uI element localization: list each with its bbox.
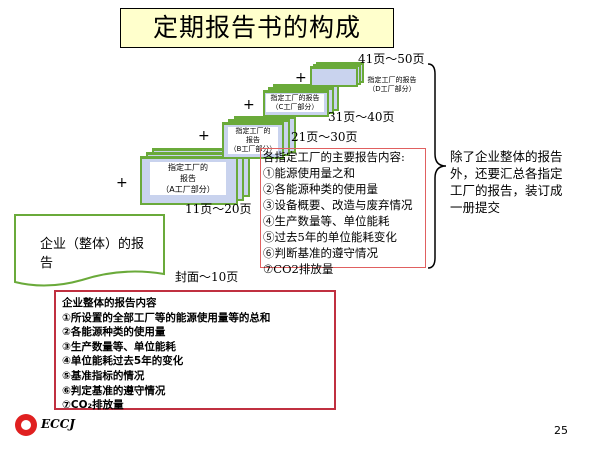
plant-b-pages: 21页～30页 <box>291 130 358 144</box>
plus-sign: + <box>116 175 128 191</box>
eccj-logo-text: ECCJ <box>41 417 75 431</box>
eccj-logo-icon <box>15 414 37 436</box>
slide-title: 定期报告书的构成 <box>120 8 394 48</box>
right-brace-icon <box>427 63 447 269</box>
corporate-contents-item: ⑦CO₂排放量 <box>62 399 124 412</box>
plant-contents-item: ②各能源种类的使用量 <box>263 182 378 196</box>
plant-d-pages: 41页～50页 <box>358 52 425 66</box>
corporate-contents-item: ②各能源种类的使用量 <box>62 326 166 339</box>
plant-a-line: （A工厂部分） <box>161 185 215 194</box>
plant-c-pages: 31页～40页 <box>328 110 395 124</box>
plant-a-line: 报告 <box>180 174 196 183</box>
plant-d-line: （D工厂部分） <box>368 85 416 93</box>
plant-contents-item: ⑥判断基准的遵守情况 <box>263 246 378 260</box>
plant-c-line: 指定工厂的报告 <box>270 94 320 102</box>
corporate-pages: 封面～10页 <box>175 270 239 284</box>
plant-contents-item: ③设备概要、改造与废弃情况 <box>263 198 413 212</box>
page-number: 25 <box>554 424 568 437</box>
corporate-contents-item: ③生产数量等、单位能耗 <box>62 340 176 353</box>
plus-sign: + <box>198 128 210 144</box>
corporate-report-label: 企业（整体）的报告 <box>40 237 145 271</box>
plant-d-caption: 指定工厂的报告 （D工厂部分） <box>362 76 422 94</box>
plant-report-contents-box: 各指定工厂的主要报告内容: ①能源使用量之和 ②各能源种类的使用量 ③设备概要、… <box>260 148 426 276</box>
plant-contents-heading: 各指定工厂的主要报告内容: <box>263 150 405 164</box>
plant-contents-item: ⑦CO2排放量 <box>263 262 334 276</box>
submission-note: 除了企业整体的报告外，还要汇总各指定工厂的报告，装订成一册提交 <box>450 149 563 215</box>
plant-c-line: （C工厂部分） <box>271 103 319 111</box>
corporate-contents-item: ⑤基准指标的情况 <box>62 369 145 382</box>
plus-sign: + <box>243 97 255 113</box>
plant-a-pages: 11页～20页 <box>185 202 252 216</box>
plant-b-line: （B工厂部分） <box>229 145 277 153</box>
plant-a-line: 指定工厂的 <box>168 163 208 172</box>
corporate-contents-item: ④单位能耗过去5年的变化 <box>62 355 184 368</box>
plant-b-line: 指定工厂的 <box>235 127 271 135</box>
corporate-contents-heading: 企业整体的报告内容 <box>62 297 157 309</box>
plant-d-line: 指定工厂的报告 <box>367 76 417 84</box>
corporate-contents-item: ①所设置的全部工厂等的能源使用量等的总和 <box>62 311 271 324</box>
plant-contents-item: ⑤过去5年的单位能耗变化 <box>263 230 397 244</box>
plant-b-line: 报告 <box>246 136 260 144</box>
corporate-report-contents-box: 企业整体的报告内容 ①所设置的全部工厂等的能源使用量等的总和 ②各能源种类的使用… <box>54 290 336 412</box>
plus-sign: + <box>295 70 307 86</box>
plant-contents-item: ①能源使用量之和 <box>263 166 355 180</box>
corporate-contents-item: ⑥判定基准的遵守情况 <box>62 384 166 397</box>
plant-contents-item: ④生产数量等、单位能耗 <box>263 214 390 228</box>
corporate-report-document <box>14 214 165 287</box>
